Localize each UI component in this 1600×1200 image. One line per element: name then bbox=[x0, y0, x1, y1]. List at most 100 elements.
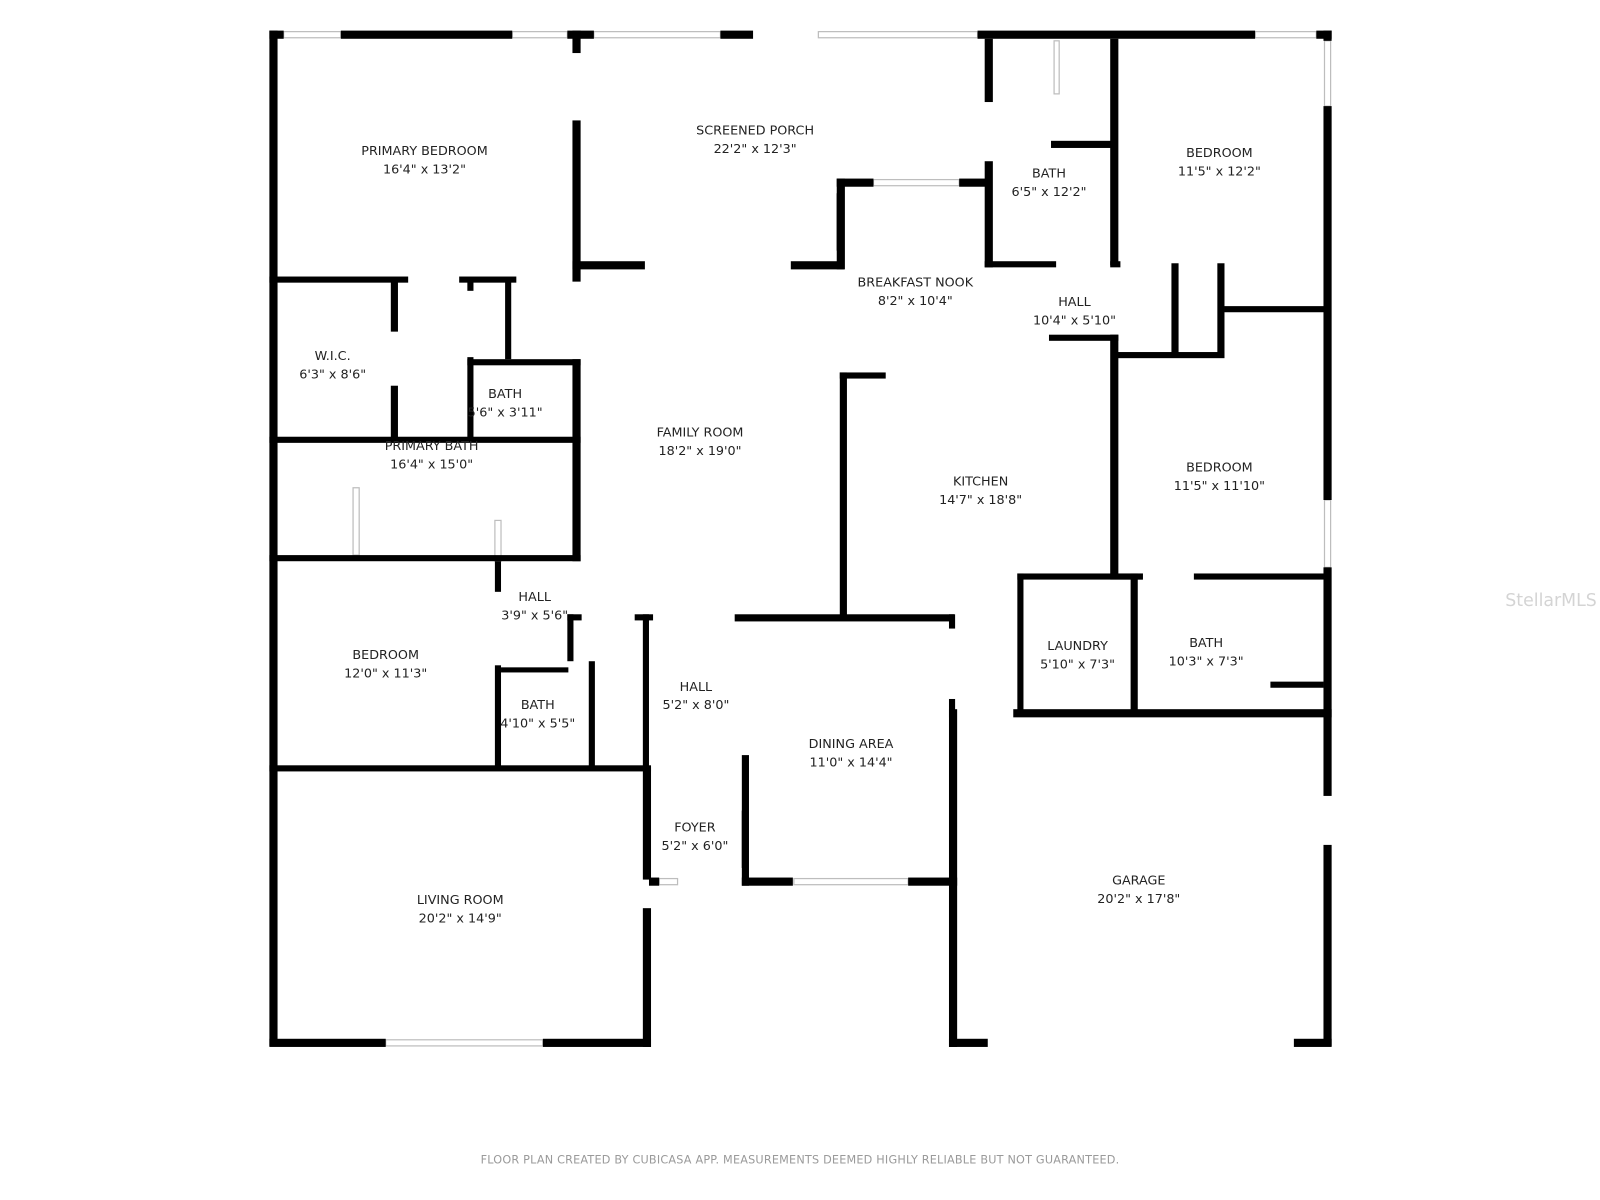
wall bbox=[836, 178, 845, 270]
footer-disclaimer: FLOOR PLAN CREATED BY CUBICASA APP. MEAS… bbox=[481, 1153, 1120, 1166]
wall bbox=[467, 357, 474, 441]
room-name: PRIMARY BATH bbox=[385, 439, 479, 454]
room-dimensions: 12'0" x 11'3" bbox=[344, 667, 427, 682]
room-name: KITCHEN bbox=[953, 475, 1008, 490]
wall bbox=[505, 280, 512, 360]
watermark: StellarMLS bbox=[1505, 591, 1596, 611]
wall bbox=[1110, 334, 1119, 578]
room-name: BATH bbox=[1189, 636, 1223, 651]
window bbox=[817, 31, 979, 39]
wall bbox=[642, 767, 652, 880]
window bbox=[283, 31, 342, 39]
room-label: HALL 10'4" x 5'10" bbox=[1033, 295, 1116, 328]
room-dimensions: 11'0" x 14'4" bbox=[809, 755, 892, 770]
wall bbox=[390, 280, 398, 332]
room-dimensions: 16'4" x 13'2" bbox=[383, 162, 466, 177]
wall bbox=[467, 280, 474, 291]
wall bbox=[1323, 30, 1332, 41]
room-name: BREAKFAST NOOK bbox=[858, 276, 974, 291]
room-dimensions: 3'9" x 5'6" bbox=[501, 608, 568, 623]
wall bbox=[720, 30, 754, 39]
room-name: HALL bbox=[1058, 295, 1091, 310]
wall bbox=[572, 261, 645, 270]
room-label: GARAGE 20'2" x 17'8" bbox=[1097, 874, 1180, 907]
room-name: DINING AREA bbox=[809, 737, 894, 752]
wall bbox=[588, 661, 595, 768]
wall bbox=[467, 359, 581, 366]
wall bbox=[734, 614, 955, 622]
wall bbox=[1110, 38, 1119, 266]
window bbox=[1053, 40, 1060, 95]
wall bbox=[542, 1038, 652, 1047]
room-name: GARAGE bbox=[1112, 874, 1165, 889]
wall bbox=[1217, 263, 1225, 358]
room-dimensions: 10'3" x 7'3" bbox=[1169, 654, 1244, 669]
window bbox=[1323, 40, 1332, 107]
room-label: W.I.C.6'3" x 8'6" bbox=[299, 349, 366, 382]
window bbox=[793, 877, 909, 886]
wall bbox=[269, 30, 278, 1046]
wall bbox=[1323, 844, 1332, 1046]
wall bbox=[1051, 140, 1113, 148]
room-dimensions: 11'5" x 11'10" bbox=[1174, 479, 1265, 494]
room-dimensions: 16'4" x 15'0" bbox=[390, 457, 473, 472]
wall bbox=[1293, 1038, 1332, 1047]
wall bbox=[494, 665, 502, 768]
wall bbox=[572, 359, 581, 562]
wall bbox=[390, 385, 398, 443]
room-dimensions: 5'2" x 6'0" bbox=[661, 839, 728, 854]
room-dimensions: 5'10" x 7'3" bbox=[1040, 657, 1115, 672]
window bbox=[658, 877, 679, 886]
wall bbox=[459, 276, 517, 283]
wall bbox=[340, 30, 513, 39]
walls bbox=[269, 30, 1332, 1047]
wall bbox=[948, 1038, 988, 1047]
wall bbox=[959, 178, 990, 187]
wall bbox=[741, 877, 793, 886]
room-label: FAMILY ROOM 18'2" x 19'0" bbox=[657, 426, 744, 459]
room-dimensions: 20'2" x 17'8" bbox=[1097, 892, 1180, 907]
wall bbox=[648, 877, 660, 886]
room-name: BATH bbox=[488, 387, 522, 402]
room-dimensions: 22'2" x 12'3" bbox=[714, 142, 797, 157]
wall bbox=[1171, 263, 1179, 358]
wall bbox=[984, 261, 1057, 268]
wall bbox=[948, 709, 958, 1047]
wall bbox=[269, 555, 581, 562]
wall bbox=[1130, 573, 1138, 717]
window bbox=[1254, 31, 1317, 39]
wall bbox=[984, 161, 993, 268]
room-dimensions: 4'10" x 5'5" bbox=[500, 717, 575, 732]
window bbox=[872, 178, 960, 187]
wall bbox=[839, 372, 886, 379]
room-name: BEDROOM bbox=[1186, 146, 1253, 161]
room-label: DINING AREA 11'0" x 14'4" bbox=[809, 737, 894, 770]
wall bbox=[1048, 334, 1119, 341]
wall bbox=[908, 877, 958, 886]
wall bbox=[501, 667, 569, 673]
wall bbox=[1117, 352, 1225, 359]
room-dimensions: 18'2" x 19'0" bbox=[658, 444, 741, 459]
room-name: W.I.C. bbox=[315, 349, 351, 364]
room-name: BATH bbox=[1032, 167, 1066, 182]
window bbox=[385, 1039, 544, 1047]
wall bbox=[1323, 567, 1332, 796]
wall bbox=[572, 120, 581, 282]
wall bbox=[1193, 573, 1327, 580]
room-name: FAMILY ROOM bbox=[657, 426, 744, 441]
wall bbox=[269, 436, 581, 443]
window bbox=[352, 487, 360, 556]
room-dimensions: 10'4" x 5'10" bbox=[1033, 313, 1116, 328]
wall bbox=[948, 698, 956, 718]
wall bbox=[836, 178, 874, 187]
